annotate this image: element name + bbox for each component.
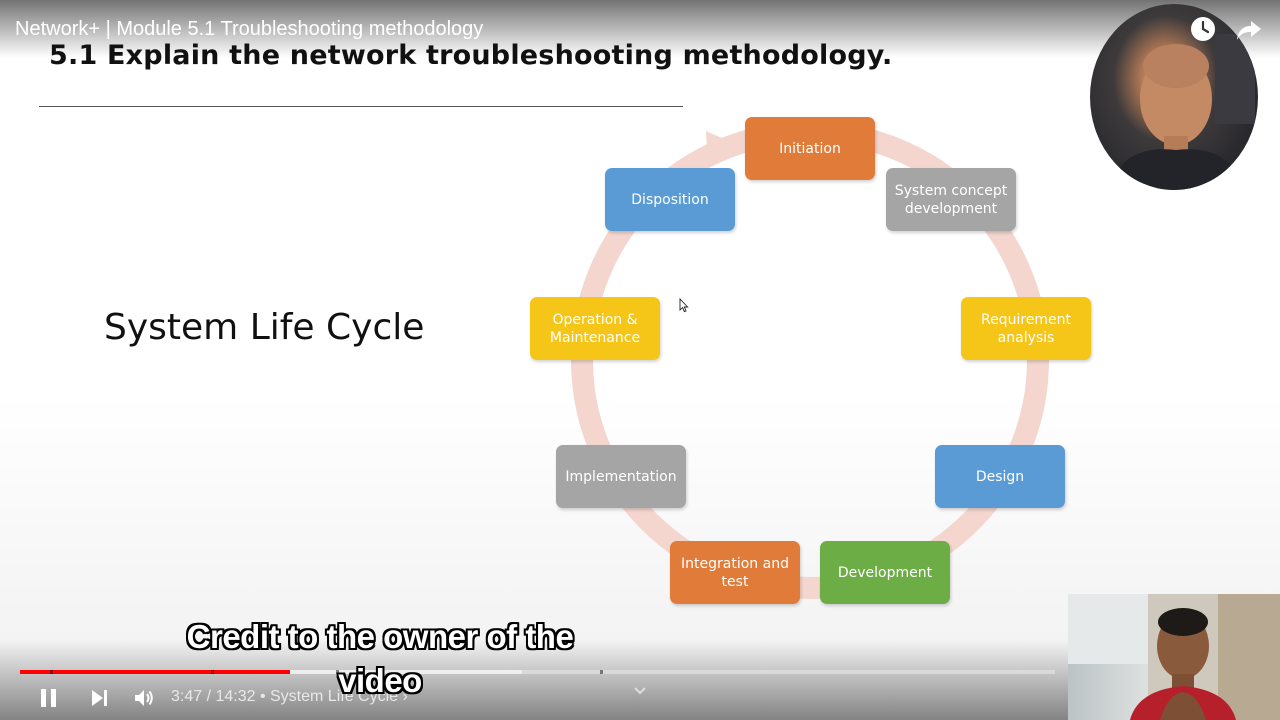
presenter-silhouette <box>1110 34 1255 190</box>
ring-arrowhead <box>706 131 742 164</box>
stage-system-concept-development: System concept development <box>886 168 1016 231</box>
stage-label: Requirement analysis <box>980 311 1072 346</box>
chevron-down-icon[interactable] <box>633 686 647 696</box>
pause-icon[interactable] <box>36 685 62 711</box>
chapter-marker <box>336 670 339 674</box>
second-presenter-silhouette <box>1068 594 1280 720</box>
stage-disposition: Disposition <box>605 168 735 231</box>
progress-played <box>20 670 290 674</box>
stage-requirement-analysis: Requirement analysis <box>961 297 1091 360</box>
stage-label: Disposition <box>631 191 709 208</box>
webcam-second-presenter <box>1068 594 1280 720</box>
stage-label: Design <box>975 468 1025 485</box>
stage-development: Development <box>820 541 950 604</box>
clock-icon[interactable] <box>1190 16 1216 42</box>
stage-implementation: Implementation <box>556 445 686 508</box>
stage-design: Design <box>935 445 1065 508</box>
share-icon[interactable] <box>1236 18 1262 42</box>
slide-heading: 5.1 Explain the network troubleshooting … <box>49 40 893 71</box>
chapter-marker <box>50 670 53 674</box>
controls-gradient <box>0 640 1068 720</box>
progress-bar[interactable] <box>20 670 1055 674</box>
stage-label: Development <box>837 564 933 581</box>
stage-initiation: Initiation <box>745 117 875 180</box>
stage-label: Initiation <box>779 140 841 157</box>
credit-caption: Credit to the owner of the video <box>186 618 574 699</box>
chapter-marker <box>211 670 214 674</box>
stage-label: Operation & Maintenance <box>549 311 641 346</box>
next-icon[interactable] <box>88 686 112 710</box>
chapter-marker <box>600 670 603 674</box>
volume-icon[interactable] <box>132 686 156 710</box>
stage-label: Implementation <box>565 468 677 485</box>
top-gradient <box>0 0 1280 58</box>
video-title[interactable]: Network+ | Module 5.1 Troubleshooting me… <box>15 18 484 40</box>
mouse-cursor-icon <box>679 298 689 313</box>
stage-operation-maintenance: Operation & Maintenance <box>530 297 660 360</box>
heading-divider <box>39 106 683 107</box>
stage-label: Integration and test <box>681 555 789 590</box>
time-display[interactable]: 3:47 / 14:32 • System Life Cycle › <box>171 688 408 705</box>
stage-integration-and-test: Integration and test <box>670 541 800 604</box>
slide-subject: System Life Cycle <box>104 307 425 348</box>
webcam-presenter <box>1090 4 1258 190</box>
stage-label: System concept development <box>894 182 1008 217</box>
